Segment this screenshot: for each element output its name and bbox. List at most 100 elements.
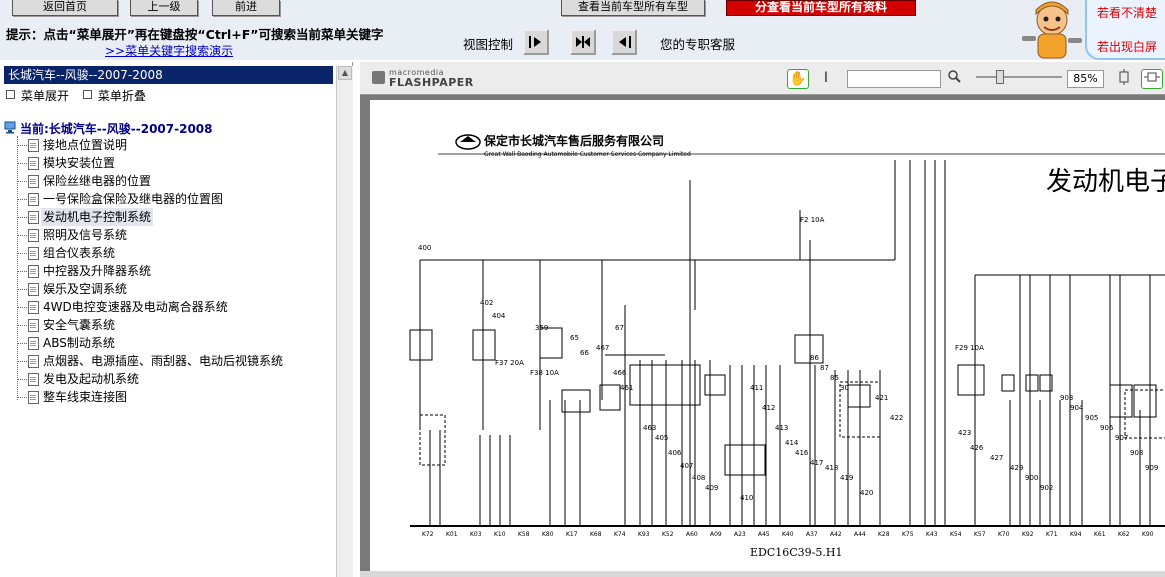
logo-small-text: macromedia <box>389 68 445 77</box>
diagram-label: 407 <box>680 462 693 470</box>
diagram-label: 907 <box>1115 434 1128 442</box>
connector-pin-label: A45 <box>758 531 770 538</box>
diagram-label: 409 <box>705 484 718 492</box>
split-view-button[interactable] <box>570 29 596 55</box>
expand-right-button[interactable] <box>523 29 549 55</box>
text-select-icon[interactable]: I <box>823 70 829 86</box>
menu-scrollbar[interactable]: ▲ <box>336 66 353 577</box>
hand-tool-icon[interactable]: ✋ <box>787 69 809 89</box>
ecu-label: EDC16C39-5.H1 <box>750 546 842 559</box>
search-icon[interactable] <box>944 69 964 87</box>
expand-left-button[interactable] <box>611 29 637 55</box>
mascot-icon <box>1022 1 1082 59</box>
diagram-label: 87 <box>820 364 829 372</box>
connector-pin-label: K01 <box>446 531 458 538</box>
connector-pin-label: K61 <box>1094 531 1106 538</box>
connector-pin-label: K70 <box>998 531 1010 538</box>
tree-item-label: 整车线束连接图 <box>43 390 128 404</box>
connector-pin-label: K52 <box>662 531 674 538</box>
diagram-label: 422 <box>890 414 903 422</box>
connector-pin-label: K54 <box>950 531 962 538</box>
tree-connector <box>17 307 27 308</box>
tree-connector <box>17 235 27 236</box>
connector-pin-label: K17 <box>566 531 578 538</box>
forward-button[interactable]: 前进 <box>212 0 280 16</box>
scroll-up-icon[interactable]: ▲ <box>338 66 352 80</box>
fit-height-icon[interactable] <box>1114 69 1134 87</box>
tree-item-label: 发电及起动机系统 <box>43 372 140 386</box>
diagram-label: F38 10A <box>530 369 559 377</box>
menu-expand-label: 菜单展开 <box>21 89 70 103</box>
fuse-label: F2 10A <box>800 216 825 224</box>
arrow-left-icon <box>619 36 631 48</box>
flashpaper-logo: macromedia FLASHPAPER <box>372 69 474 89</box>
menu-collapse-label: 菜单折叠 <box>97 89 146 103</box>
search-demo-link[interactable]: >>菜单关键字搜索演示 <box>105 44 234 58</box>
diagram-label: 413 <box>775 424 788 432</box>
customer-service-label[interactable]: 您的专职客服 <box>660 37 736 52</box>
search-tip: 提示：点击“菜单展开”再在键盘按“Ctrl+F”可搜索当前菜单关键字 <box>6 27 384 42</box>
connector-pin-label: A44 <box>854 531 866 538</box>
zoom-slider[interactable] <box>976 70 1062 84</box>
tree-connector <box>17 253 27 254</box>
collapse-icon <box>82 90 92 99</box>
connector-pin-label: K92 <box>1022 531 1034 538</box>
tree-item-label: 娱乐及空调系统 <box>43 282 128 296</box>
document-icon <box>28 391 39 404</box>
expand-icon <box>6 90 15 99</box>
view-all-models-button[interactable]: 查看当前车型所有车型 <box>561 0 705 16</box>
menu-collapse[interactable]: 菜单折叠 <box>82 89 146 103</box>
zoom-level[interactable]: 85% <box>1067 70 1104 88</box>
diagram-label: 405 <box>655 434 668 442</box>
notice-box: 若看不清楚 若出现白屏 <box>1085 0 1165 60</box>
fit-width-icon[interactable] <box>1141 69 1163 89</box>
diagram-label: 30 <box>840 384 849 392</box>
tree-connector <box>17 163 27 164</box>
diagram-label: 66 <box>580 349 589 357</box>
diagram-label: 420 <box>860 489 873 497</box>
document-viewer: macromedia FLASHPAPER ✋ I 85% 保定市长城汽车售后服… <box>360 62 1165 577</box>
document-icon <box>28 193 39 206</box>
tree-connector <box>17 199 27 200</box>
connector-pin-label: K68 <box>590 531 602 538</box>
tree-item-label: 中控器及升降器系统 <box>43 264 152 278</box>
document-icon <box>28 247 39 260</box>
diagram-label: F37 20A <box>495 359 524 367</box>
view-all-docs-button[interactable]: 分查看当前车型所有资料 <box>726 0 916 16</box>
top-bar: 返回首页 上一级 前进 查看当前车型所有车型 分查看当前车型所有资料 提示：点击… <box>0 0 1165 60</box>
diagram-label: 463 <box>643 424 656 432</box>
tree-root[interactable]: 当前:长城汽车--风骏--2007-2008 <box>20 122 213 136</box>
diagram-label: 906 <box>1100 424 1114 432</box>
logo-mark <box>460 136 476 142</box>
diagram-label: 908 <box>1130 449 1143 457</box>
connector-pin-label: K94 <box>1070 531 1082 538</box>
connector-pin-label: K57 <box>974 531 986 538</box>
diagram-label: F29 10A <box>955 344 984 352</box>
diagram-label: 461 <box>620 384 633 392</box>
menu-panel: 长城汽车--风骏--2007-2008 菜单展开 菜单折叠 当前:长城汽车--风… <box>0 62 353 577</box>
diagram-label: 86 <box>810 354 819 362</box>
viewer-scrollbar[interactable] <box>360 571 1165 577</box>
connector-pin-label: K40 <box>782 531 794 538</box>
diagram-label: 400 <box>418 244 431 252</box>
diagram-label: 412 <box>762 404 775 412</box>
notice-line-2: 若出现白屏 <box>1097 40 1158 54</box>
back-button[interactable]: 上一级 <box>130 0 198 16</box>
split-arrows-icon <box>576 36 590 48</box>
diagram-label: 902 <box>1040 484 1053 492</box>
document-icon <box>28 211 39 224</box>
diagram-label: 900 <box>1025 474 1038 482</box>
great-wall-logo-icon <box>455 134 481 150</box>
tree-connector <box>17 289 27 290</box>
diagram-label: 903 <box>1060 394 1073 402</box>
home-button[interactable]: 返回首页 <box>12 0 118 16</box>
document-icon <box>28 301 39 314</box>
find-input[interactable] <box>847 70 941 88</box>
zoom-slider-handle[interactable] <box>996 70 1004 84</box>
menu-expand[interactable]: 菜单展开 <box>6 89 69 103</box>
tree-item-label: 点烟器、电源插座、雨刮器、电动后视镜系统 <box>43 354 284 368</box>
diagram-label: 418 <box>825 464 838 472</box>
diagram-label: 65 <box>570 334 579 342</box>
tree-connector <box>17 217 27 218</box>
tree-item-label: 一号保险盒保险及继电器的位置图 <box>43 192 224 206</box>
